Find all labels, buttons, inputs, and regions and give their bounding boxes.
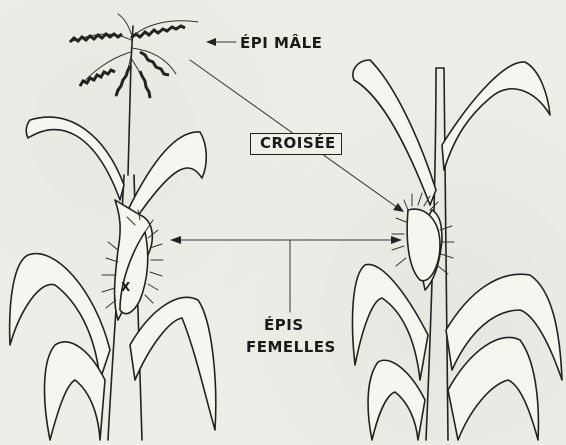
right-plant-upper-left-leaf bbox=[353, 60, 436, 205]
left-plant bbox=[10, 14, 216, 440]
left-plant-upper-leaf bbox=[26, 117, 124, 200]
female-ears-label-line1: ÉPIS bbox=[264, 316, 304, 334]
left-ear-x-mark: X bbox=[121, 280, 131, 294]
female-ears-label-line2: FEMELLES bbox=[246, 338, 336, 356]
right-plant-upper-right-leaf bbox=[442, 62, 550, 170]
male-ear-label: ÉPI MÂLE bbox=[240, 34, 322, 52]
left-plant-right-leaf bbox=[128, 132, 206, 220]
cross-label: CROISÉE bbox=[260, 134, 336, 152]
right-plant bbox=[352, 60, 562, 440]
right-plant-bottom-left-leaf bbox=[368, 360, 425, 440]
left-plant-lower-right-leaf bbox=[130, 297, 216, 430]
